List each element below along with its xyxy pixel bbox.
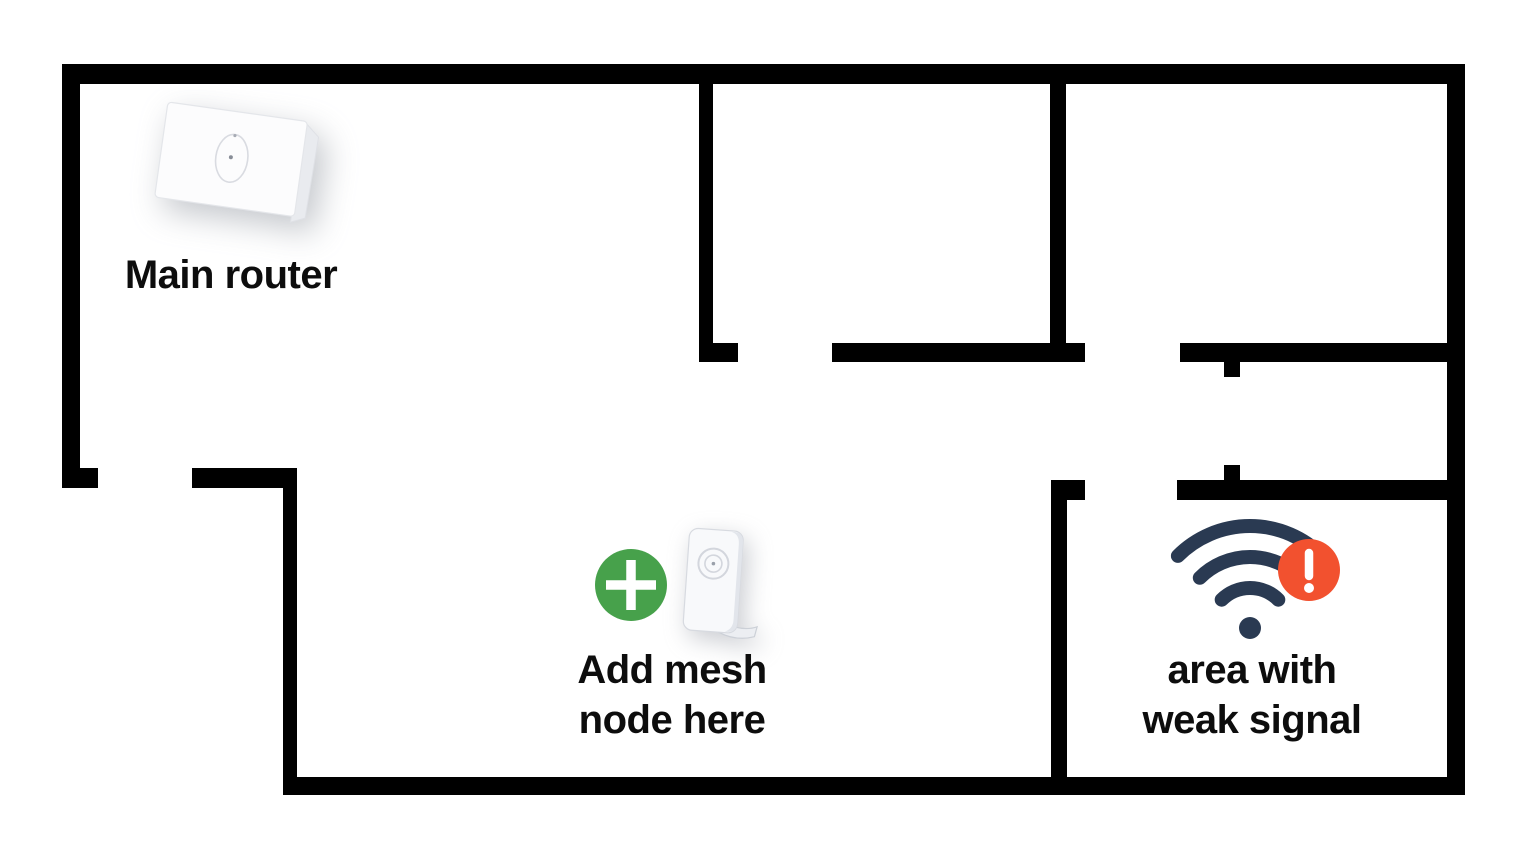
wall-notch-horiz (192, 468, 297, 488)
wall-bottom-right-left (1051, 480, 1067, 777)
add-mesh-node-label: Add mesh node here (527, 645, 817, 745)
weak-signal-label: area with weak signal (1107, 645, 1397, 745)
wall-right-room-lower (1177, 480, 1465, 500)
main-router-label: Main router (124, 253, 338, 297)
wifi-dot (1239, 617, 1261, 639)
weak-signal-label-line1: area with (1167, 648, 1337, 692)
add-mesh-node-label-line1: Add mesh (577, 648, 767, 692)
router-device-icon (154, 101, 320, 223)
wall-right-room-lower-jamb (1224, 465, 1240, 480)
wall-room-top-right (1050, 84, 1066, 362)
wall-left-end-cap (62, 468, 98, 488)
add-mesh-node-label-line2: node here (578, 698, 766, 742)
wall-notch-vert (283, 488, 297, 777)
wall-right (1447, 64, 1465, 795)
wall-bottom (283, 777, 1465, 795)
wall-right-room-upper-jamb (1224, 362, 1240, 377)
weak-signal-label-line2: weak signal (1142, 698, 1362, 742)
add-plus-icon[interactable] (593, 547, 669, 623)
wall-room-top-left-cap (699, 343, 738, 362)
wall-bottom-right-left-cap (1051, 480, 1085, 500)
alert-exclamation-icon (1278, 539, 1340, 601)
wall-top (62, 64, 1465, 84)
wall-right-room-upper (1180, 343, 1465, 362)
wall-left (62, 64, 80, 488)
wifi-weak-signal-icon (1170, 519, 1340, 639)
wall-room-top-left (699, 84, 713, 362)
mesh-node-icon (682, 527, 758, 639)
wall-room-top-bottom (832, 343, 1085, 362)
